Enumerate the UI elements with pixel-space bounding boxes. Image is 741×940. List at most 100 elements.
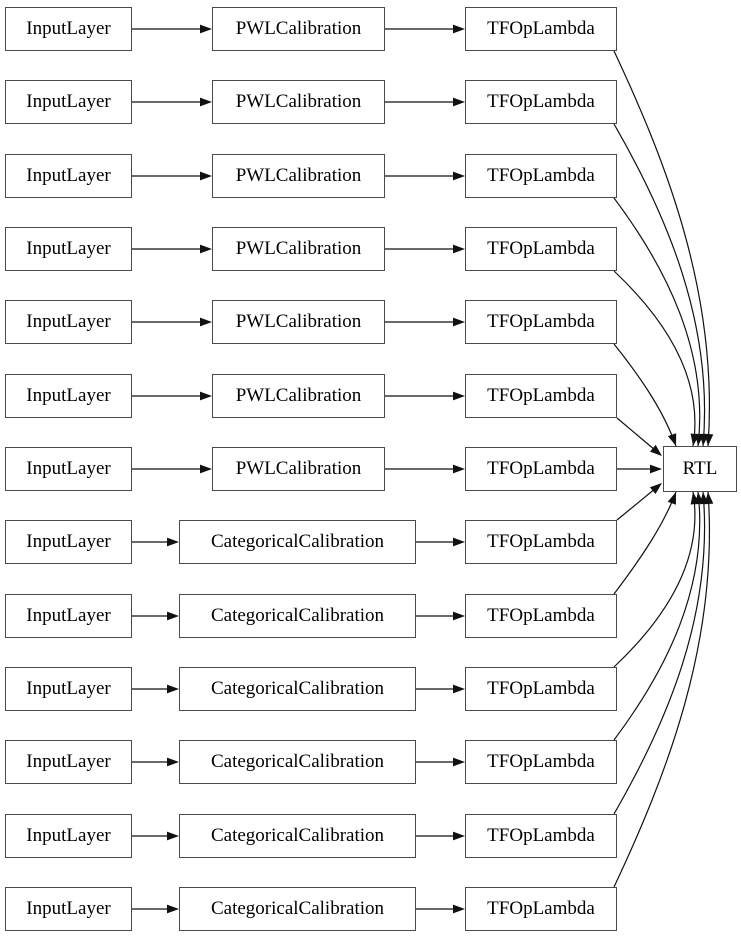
node-tfop-lambda-label: TFOpLambda	[487, 751, 595, 772]
edge-input-to-calibration-arrowhead	[167, 831, 179, 841]
edge-input-to-calibration-arrowhead	[200, 391, 212, 401]
node-tfop-lambda: TFOpLambda	[465, 594, 617, 638]
node-categorical-calibration: CategoricalCalibration	[179, 520, 416, 564]
edge-input-to-calibration-arrowhead	[167, 757, 179, 767]
edge-lambda-to-rtl-arrowhead	[650, 464, 662, 474]
node-pwl-calibration: PWLCalibration	[212, 300, 385, 344]
node-input-layer-label: InputLayer	[26, 91, 111, 112]
edge-input-to-calibration-arrowhead	[200, 24, 212, 34]
edge-lambda-to-rtl	[613, 343, 677, 447]
edge-calibration-to-lambda-arrowhead	[453, 391, 465, 401]
edge-lambda-to-rtl	[613, 491, 677, 595]
node-input-layer: InputLayer	[5, 447, 132, 491]
node-tfop-lambda: TFOpLambda	[465, 80, 617, 124]
edge-lambda-to-rtl	[613, 491, 711, 888]
edge-input-to-calibration-arrowhead	[200, 244, 212, 254]
edge-calibration-to-lambda-arrowhead	[453, 171, 465, 181]
edge-calibration-to-lambda-arrowhead	[453, 24, 465, 34]
edge-calibration-to-lambda-arrowhead	[453, 757, 465, 767]
edge-lambda-to-rtl-arrowhead	[667, 492, 676, 505]
node-tfop-lambda: TFOpLambda	[465, 154, 617, 198]
edge-input-to-calibration-arrowhead	[167, 537, 179, 547]
node-pwl-calibration: PWLCalibration	[212, 227, 385, 271]
edge-lambda-to-rtl-arrowhead	[667, 433, 677, 446]
edge-input-to-calibration-arrowhead	[167, 684, 179, 694]
node-pwl-calibration: PWLCalibration	[212, 154, 385, 198]
edge-lambda-to-rtl	[613, 123, 706, 447]
node-input-layer: InputLayer	[5, 887, 132, 931]
edge-lambda-to-rtl	[616, 417, 655, 450]
node-pwl-calibration-label: PWLCalibration	[235, 458, 362, 479]
edge-lambda-to-rtl	[613, 270, 696, 447]
node-pwl-calibration-label: PWLCalibration	[235, 91, 362, 112]
node-pwl-calibration: PWLCalibration	[212, 447, 385, 491]
node-categorical-calibration-label: CategoricalCalibration	[210, 898, 385, 919]
node-pwl-calibration-label: PWLCalibration	[235, 18, 362, 39]
edge-calibration-to-lambda-arrowhead	[453, 97, 465, 107]
node-input-layer: InputLayer	[5, 594, 132, 638]
node-input-layer: InputLayer	[5, 154, 132, 198]
edge-calibration-to-lambda-arrowhead	[453, 684, 465, 694]
node-tfop-lambda-label: TFOpLambda	[487, 678, 595, 699]
edge-input-to-calibration-arrowhead	[200, 171, 212, 181]
edge-lambda-to-rtl	[613, 491, 701, 741]
node-input-layer: InputLayer	[5, 374, 132, 418]
edge-lambda-to-rtl	[613, 491, 696, 668]
node-pwl-calibration-label: PWLCalibration	[235, 385, 362, 406]
node-tfop-lambda: TFOpLambda	[465, 814, 617, 858]
node-categorical-calibration: CategoricalCalibration	[179, 594, 416, 638]
node-tfop-lambda-label: TFOpLambda	[487, 605, 595, 626]
node-tfop-lambda-label: TFOpLambda	[487, 898, 595, 919]
edge-calibration-to-lambda-arrowhead	[453, 831, 465, 841]
node-categorical-calibration: CategoricalCalibration	[179, 740, 416, 784]
node-pwl-calibration-label: PWLCalibration	[235, 311, 362, 332]
node-input-layer-label: InputLayer	[26, 898, 111, 919]
node-categorical-calibration: CategoricalCalibration	[179, 887, 416, 931]
node-tfop-lambda: TFOpLambda	[465, 520, 617, 564]
node-pwl-calibration: PWLCalibration	[212, 80, 385, 124]
node-pwl-calibration-label: PWLCalibration	[235, 238, 362, 259]
node-input-layer: InputLayer	[5, 7, 132, 51]
node-tfop-lambda-label: TFOpLambda	[487, 311, 595, 332]
edge-input-to-calibration-arrowhead	[200, 464, 212, 474]
node-tfop-lambda-label: TFOpLambda	[487, 458, 595, 479]
node-input-layer: InputLayer	[5, 814, 132, 858]
node-tfop-lambda: TFOpLambda	[465, 887, 617, 931]
edge-lambda-to-rtl	[613, 197, 701, 447]
edge-lambda-to-rtl	[613, 50, 711, 447]
node-input-layer: InputLayer	[5, 520, 132, 564]
node-input-layer: InputLayer	[5, 740, 132, 784]
node-tfop-lambda-label: TFOpLambda	[487, 385, 595, 406]
edge-input-to-calibration-arrowhead	[167, 611, 179, 621]
node-input-layer-label: InputLayer	[26, 458, 111, 479]
node-categorical-calibration-label: CategoricalCalibration	[210, 605, 385, 626]
node-categorical-calibration-label: CategoricalCalibration	[210, 531, 385, 552]
node-input-layer-label: InputLayer	[26, 825, 111, 846]
edge-input-to-calibration-arrowhead	[200, 97, 212, 107]
edge-calibration-to-lambda-arrowhead	[453, 904, 465, 914]
node-tfop-lambda-label: TFOpLambda	[487, 531, 595, 552]
node-tfop-lambda-label: TFOpLambda	[487, 91, 595, 112]
node-input-layer-label: InputLayer	[26, 165, 111, 186]
node-tfop-lambda: TFOpLambda	[465, 740, 617, 784]
node-tfop-lambda-label: TFOpLambda	[487, 18, 595, 39]
node-tfop-lambda: TFOpLambda	[465, 447, 617, 491]
edge-calibration-to-lambda-arrowhead	[453, 317, 465, 327]
node-input-layer-label: InputLayer	[26, 311, 111, 332]
node-input-layer-label: InputLayer	[26, 751, 111, 772]
edge-calibration-to-lambda-arrowhead	[453, 611, 465, 621]
node-categorical-calibration: CategoricalCalibration	[179, 814, 416, 858]
edge-calibration-to-lambda-arrowhead	[453, 537, 465, 547]
node-tfop-lambda: TFOpLambda	[465, 374, 617, 418]
edge-lambda-to-rtl-arrowhead	[650, 444, 662, 456]
node-input-layer-label: InputLayer	[26, 18, 111, 39]
node-input-layer: InputLayer	[5, 80, 132, 124]
edge-calibration-to-lambda-arrowhead	[453, 464, 465, 474]
node-input-layer: InputLayer	[5, 300, 132, 344]
node-categorical-calibration-label: CategoricalCalibration	[210, 751, 385, 772]
node-input-layer: InputLayer	[5, 667, 132, 711]
node-input-layer: InputLayer	[5, 227, 132, 271]
edge-input-to-calibration-arrowhead	[167, 904, 179, 914]
